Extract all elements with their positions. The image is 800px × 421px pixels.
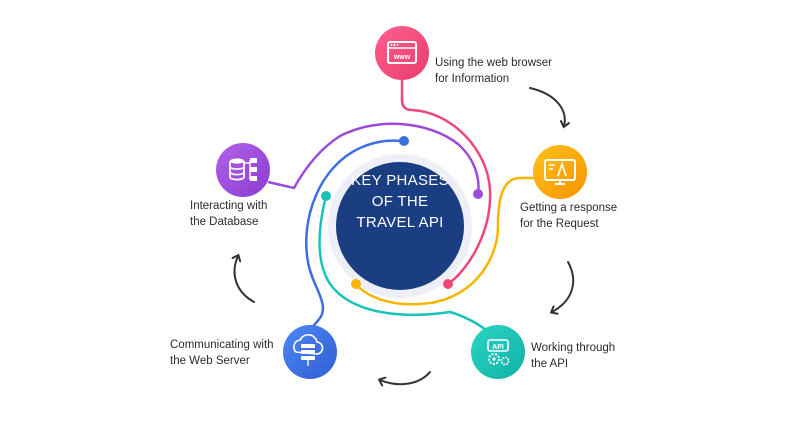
phase-label-api-line-1: Working through [531, 342, 616, 354]
phase-label-database-line-2: the Database [190, 216, 259, 228]
connector-pink [400, 76, 492, 286]
cycle-arrow-4 [235, 256, 255, 303]
phase-label-response-line-2: for the Request [520, 218, 599, 230]
connector-dot-purple [473, 189, 483, 199]
phase-label-server-line-1: Communicating with [170, 339, 274, 351]
phase-label-api: Working through the API [531, 340, 615, 372]
connector-orange [355, 176, 534, 306]
phase-label-server-line-2: the Web Server [170, 355, 250, 367]
phase-label-browser: Using the web browser for Information [435, 55, 552, 87]
phase-label-database-line-1: Interacting with [190, 200, 268, 212]
cycle-arrow-1 [529, 87, 565, 126]
connector-dot-teal [321, 191, 331, 201]
center-title: KEY PHASES OF THE TRAVEL API [332, 170, 468, 233]
center-title-line-2: OF THE [371, 193, 429, 210]
svg-text:API: API [492, 344, 504, 351]
connector-teal [318, 195, 487, 332]
phase-label-database: Interacting with the Database [190, 198, 267, 230]
center-title-line-3: TRAVEL API [356, 214, 444, 231]
svg-text:www: www [393, 54, 411, 61]
phase-label-response: Getting a response for the Request [520, 200, 617, 232]
cycle-arrow-2 [552, 261, 575, 312]
phase-label-response-line-1: Getting a response [520, 202, 618, 214]
connector-purple [267, 122, 480, 195]
phase-label-server: Communicating with the Web Server [170, 337, 274, 369]
database-icon [216, 143, 270, 197]
center-circle [336, 162, 464, 290]
monitor-response-icon [533, 145, 587, 199]
cloud-server-icon [283, 325, 337, 379]
phase-label-browser-line-2: for Information [435, 73, 510, 85]
phase-label-api-line-2: the API [531, 358, 569, 370]
connector-dot-blue [399, 136, 409, 146]
cycle-arrow-3 [380, 371, 431, 384]
phase-label-browser-line-1: Using the web browser [435, 57, 552, 69]
connector-dot-pink [443, 279, 453, 289]
api-gear-icon: API [471, 325, 525, 379]
connector-blue [305, 139, 405, 331]
center-title-line-1: KEY PHASES [351, 172, 449, 189]
connector-dot-orange [351, 279, 361, 289]
browser-www-icon: www [375, 26, 429, 80]
